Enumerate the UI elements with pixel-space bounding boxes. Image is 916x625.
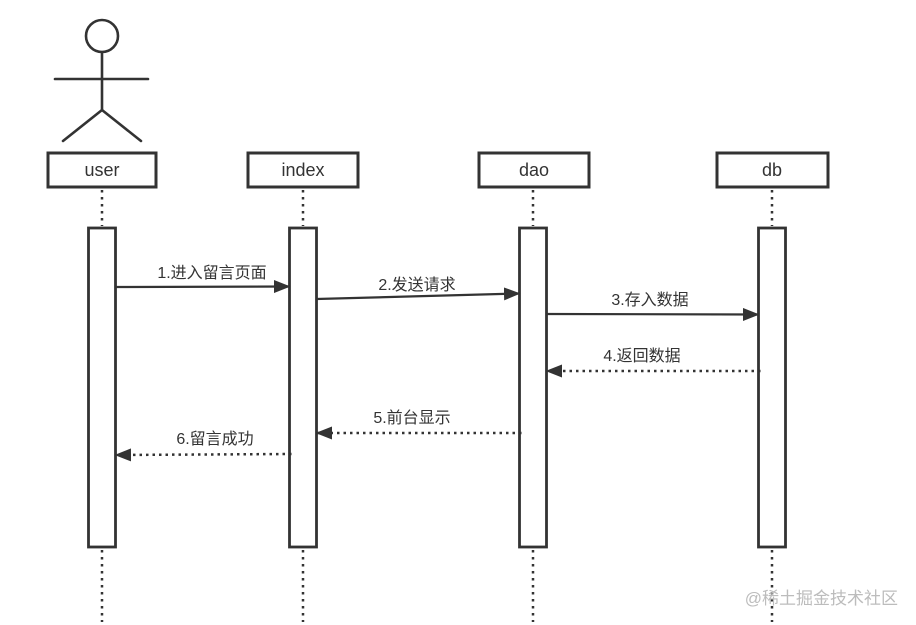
activation-bars — [87, 226, 787, 549]
participant-label-dao: dao — [519, 160, 549, 180]
actor-head — [84, 18, 120, 54]
message-6-arrow — [114, 448, 292, 462]
activation-bar-user — [87, 226, 117, 549]
message-1-label: 1.进入留言页面 — [157, 264, 266, 282]
message-6: 6.留言成功 — [114, 430, 292, 462]
message-2: 2.发送请求 — [316, 276, 521, 301]
lifelines-upper — [100, 190, 774, 226]
message-2-arrow — [316, 287, 521, 301]
participant-box-index: index — [246, 151, 360, 189]
activation-bar-db — [757, 226, 787, 549]
actor-icon — [53, 18, 150, 143]
message-1: 1.进入留言页面 — [115, 264, 291, 294]
message-4-label: 4.返回数据 — [603, 347, 680, 365]
message-2-label: 2.发送请求 — [378, 276, 455, 294]
message-5: 5.前台显示 — [315, 409, 522, 440]
watermark: @稀土掘金技术社区 — [745, 589, 898, 608]
message-3-label: 3.存入数据 — [611, 291, 688, 309]
participant-box-dao: dao — [477, 151, 591, 189]
actor-left-leg — [61, 108, 104, 143]
participant-box-user: user — [46, 151, 158, 189]
participant-label-user: user — [84, 160, 119, 180]
activation-bar-index — [288, 226, 318, 549]
messages: 1.进入留言页面 2.发送请求 3.存入数据 4.返回数据 5.前台显示 6.留 — [114, 264, 761, 462]
lifelines-lower — [100, 550, 774, 622]
message-3-arrow — [546, 307, 760, 321]
message-5-label: 5.前台显示 — [373, 409, 450, 427]
message-1-arrow — [115, 280, 291, 294]
actor-right-leg — [100, 108, 143, 143]
message-6-label: 6.留言成功 — [176, 430, 253, 448]
participant-box-db: db — [715, 151, 830, 189]
activation-bar-dao — [518, 226, 548, 549]
message-3: 3.存入数据 — [546, 291, 760, 321]
message-4: 4.返回数据 — [545, 347, 761, 378]
participant-headers: user index dao db — [46, 151, 830, 189]
participant-label-db: db — [762, 160, 782, 180]
participant-label-index: index — [281, 160, 324, 180]
